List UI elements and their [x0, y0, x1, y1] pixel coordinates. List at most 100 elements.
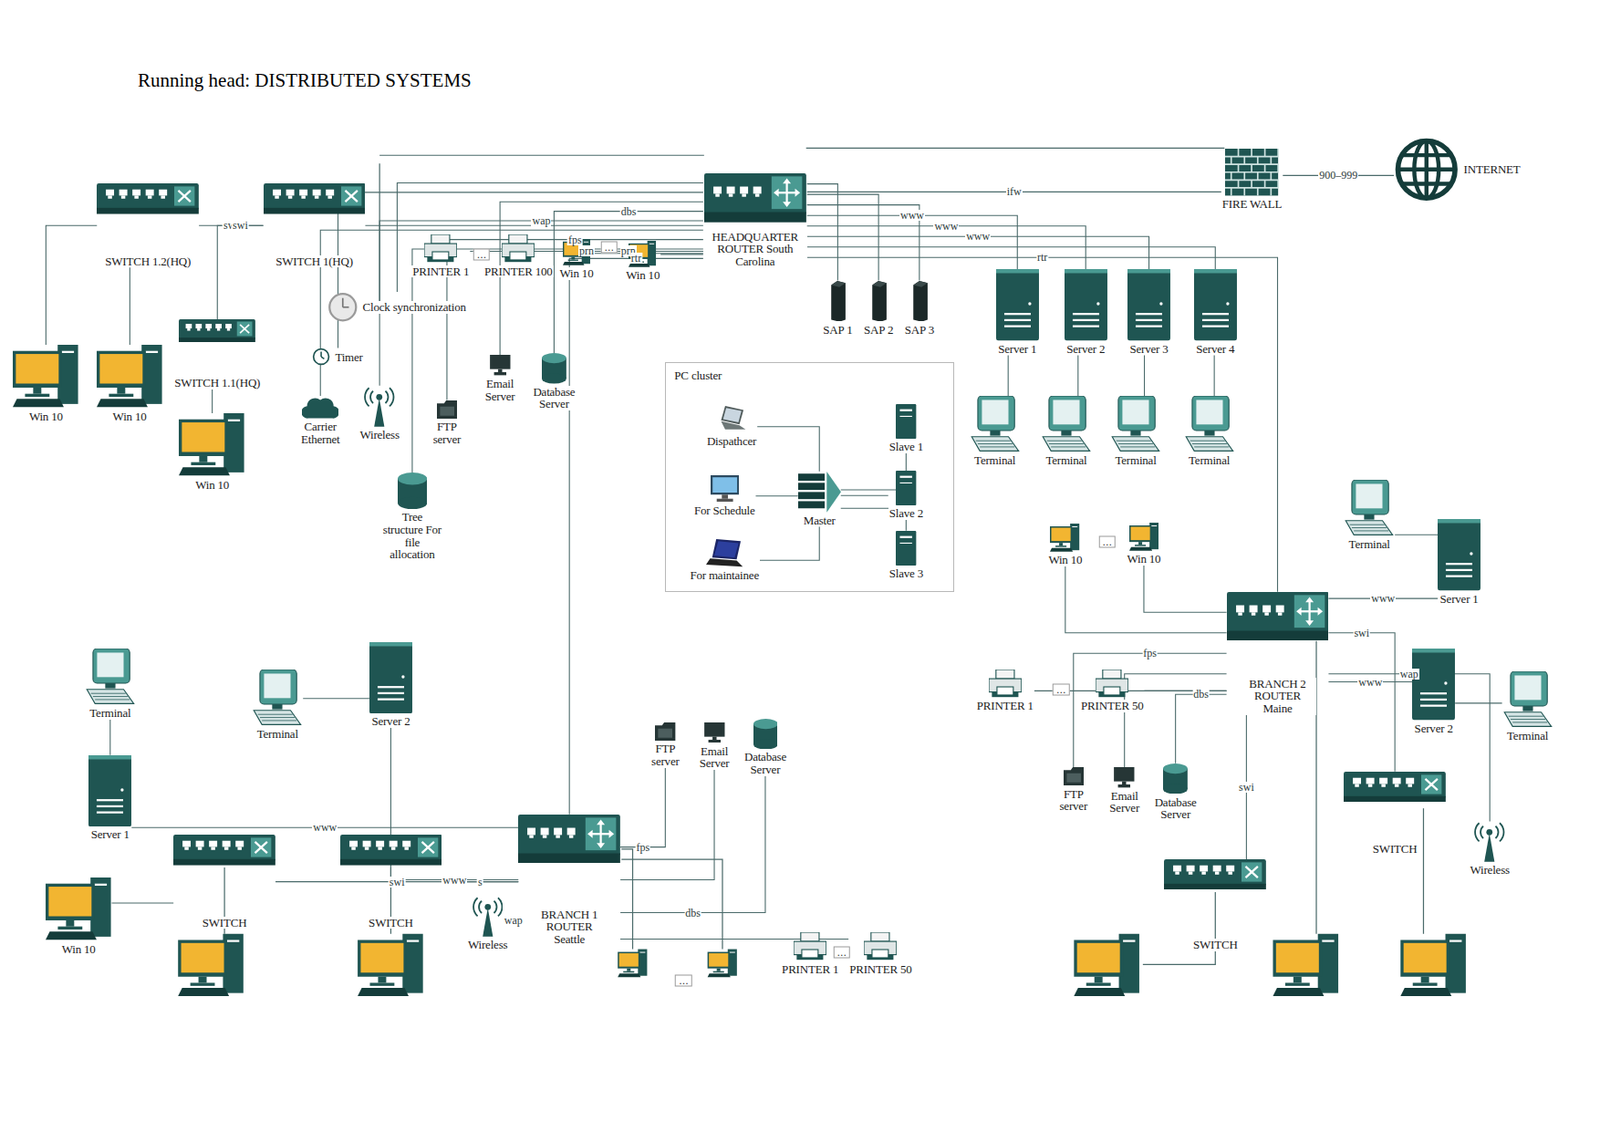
drawing-part: [1236, 604, 1245, 613]
drawing-part: [900, 475, 913, 478]
drawing-part: [1063, 767, 1084, 786]
drawing-part: [1437, 519, 1481, 591]
link-line: [1007, 354, 1009, 396]
drawing-part: [340, 834, 443, 862]
drawing-part: [104, 683, 115, 689]
pc-icon: [178, 413, 246, 477]
globe-icon: [1393, 136, 1460, 203]
pc-icon: [1272, 934, 1339, 997]
link-line: [569, 258, 704, 814]
drawing-part: [977, 395, 1015, 431]
drawing-part: [1122, 399, 1149, 425]
drawing-part: [390, 846, 395, 850]
drawing-part: [1237, 180, 1240, 189]
drawing-part: [979, 446, 1015, 447]
pc-icon: [1129, 522, 1160, 551]
pc-icon: [707, 949, 738, 978]
drawing-part: [753, 187, 762, 195]
drawing-part: [1072, 526, 1079, 528]
link-line: [807, 191, 1222, 193]
drawing-part: [45, 883, 95, 921]
drawing-part: [971, 436, 1019, 452]
db-node: Database Server: [527, 353, 581, 411]
device-label: Wireless: [467, 938, 509, 952]
drawing-part: [1402, 155, 1450, 184]
drawing-part: [633, 261, 645, 263]
drawing-part: [377, 976, 386, 984]
drawing-part: [421, 841, 434, 853]
link-label: www: [441, 874, 468, 886]
drawing-part: [527, 827, 536, 835]
drawing-part: [831, 280, 847, 288]
device-label: Server 1: [1439, 592, 1480, 606]
drawing-part: [255, 841, 268, 853]
drawing-part: [1118, 395, 1155, 431]
switch-icon: [173, 834, 276, 866]
link-label: www: [965, 230, 991, 242]
drawing-part: [341, 187, 362, 207]
drawing-part: [1262, 604, 1271, 613]
drawing-part: [628, 243, 650, 260]
drawing-part: [1437, 519, 1481, 523]
drawing-part: [65, 920, 74, 927]
drawing-part: [1504, 712, 1551, 728]
switch-node: SWITCH: [1163, 859, 1267, 952]
drawing-part: [45, 931, 97, 940]
drawing-part: [1512, 721, 1548, 723]
drawing-part: [1073, 987, 1125, 997]
wire: [621, 849, 633, 950]
slave-icon: [895, 404, 916, 439]
router-node: BRANCH 2 ROUTER Maine: [1226, 592, 1330, 716]
ellipsis-box: ...: [1052, 684, 1071, 697]
drawing-part: [357, 987, 409, 997]
server-icon: [1412, 648, 1455, 720]
pc-icon: [45, 877, 113, 941]
device-label: Slave 3: [888, 567, 925, 581]
drawing-part: [174, 187, 195, 207]
drawing-part: [369, 642, 413, 714]
drawing-part: [1118, 784, 1131, 788]
switch-icon: [1163, 859, 1267, 891]
switch-node: SWITCH: [340, 834, 443, 929]
laptopd-icon: [706, 539, 743, 568]
drawing-part: [1379, 777, 1388, 784]
wireless-icon: [363, 385, 395, 427]
switch-icon: [1343, 771, 1446, 803]
drawing-part: [1226, 592, 1330, 634]
drawing-part: [739, 187, 749, 195]
device-label: PRINTER 1: [411, 265, 470, 279]
drawing-part: [145, 189, 155, 197]
drawing-part: [211, 846, 216, 850]
drawing-part: [1366, 777, 1375, 784]
drawing-part: [1135, 325, 1163, 328]
pc-node: Win 10: [1126, 522, 1163, 566]
drawing-part: [1127, 269, 1171, 341]
drawing-part: [216, 323, 223, 329]
drawing-part: [259, 669, 297, 705]
drawing-part: [264, 673, 291, 698]
drawing-part: [1246, 866, 1258, 878]
drawing-part: [913, 280, 928, 323]
drawing-part: [238, 846, 242, 850]
drawing-part: [274, 196, 279, 199]
drawing-part: [714, 540, 739, 558]
drawing-part: [1400, 987, 1452, 997]
device-label: SWITCH 1.1(HQ): [173, 376, 261, 390]
link-line: [499, 201, 704, 355]
drawing-part: [1192, 395, 1229, 431]
drawing-part: [1127, 269, 1171, 273]
device-label: BRANCH 2 ROUTER Maine: [1238, 677, 1318, 716]
drawing-part: [1251, 164, 1254, 173]
drawing-part: [1475, 823, 1504, 842]
drawing-part: [342, 306, 350, 309]
link-line: [211, 389, 213, 414]
drawing-part: [1510, 718, 1546, 720]
drawing-part: [206, 323, 213, 329]
drawing-part: [327, 196, 332, 199]
router-node: BRANCH 1 ROUTER Seattle: [518, 814, 621, 946]
device-label: Win 10: [1047, 553, 1083, 567]
drawing-part: [1257, 172, 1259, 181]
drawing-part: [1226, 865, 1236, 873]
drawing-part: [1285, 982, 1310, 986]
terminal-icon: [251, 669, 303, 727]
